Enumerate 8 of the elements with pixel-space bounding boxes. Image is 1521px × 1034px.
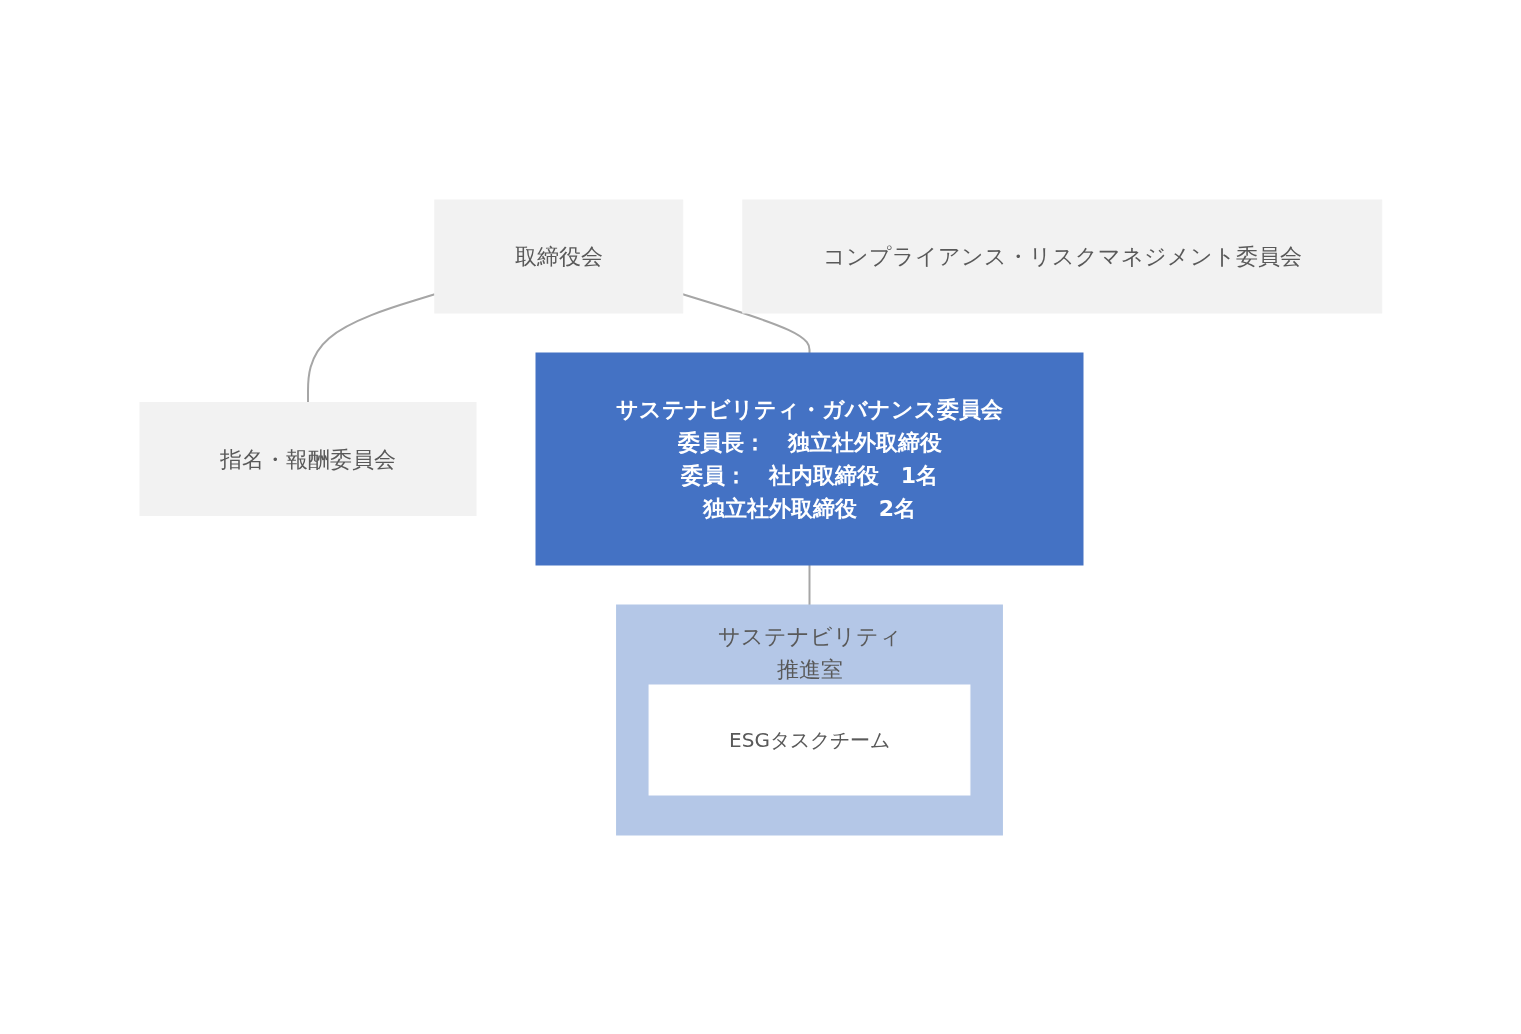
node-box: ESGタスクチーム [648,684,971,795]
node-box: サステナビリティ・ガバナンス委員会 委員長： 独立社外取締役 委員： 社内取締役 1名 独立社外取締役 2名 [535,352,1084,565]
node-box: コンプライアンス・リスクマネジメント委員会 [741,199,1382,313]
node-box: 指名・報酬委員会 [139,401,477,516]
connector [808,563,811,606]
connector [306,292,436,403]
node-box: 取締役会 [433,199,683,313]
connector [681,292,811,354]
